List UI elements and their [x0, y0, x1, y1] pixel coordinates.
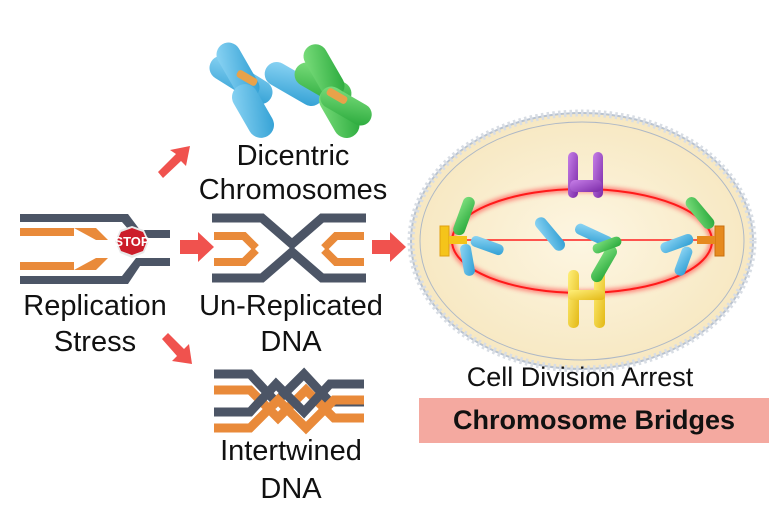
replication-label-line2: Stress — [53, 326, 137, 358]
stop-sign-icon: STOP — [114, 226, 150, 258]
centrosome-right-icon — [697, 225, 725, 257]
arrow-to-unreplicated — [180, 232, 214, 262]
unreplicated-dna — [212, 213, 366, 283]
unreplicated-label-line2: DNA — [260, 326, 322, 358]
right-chromosome — [660, 197, 715, 276]
dicentric-label-line2: Chromosomes — [198, 174, 388, 206]
arrow-to-dicentric — [158, 146, 190, 178]
dicentric-chromosome — [209, 42, 372, 138]
chromosome-bridges-label: Chromosome Bridges — [419, 398, 769, 443]
dicentric-label-line1: Dicentric — [236, 140, 350, 172]
center-chromosome — [535, 217, 622, 283]
left-chromosome — [453, 196, 504, 276]
purple-chromosome — [568, 152, 603, 198]
intertwined-dna — [214, 367, 364, 435]
arrow-to-cell — [372, 232, 406, 262]
arrow-to-intertwined — [162, 333, 192, 364]
dividing-cell — [407, 109, 757, 373]
unreplicated-label-line1: Un-Replicated — [199, 290, 383, 322]
replication-fork — [20, 214, 170, 284]
stop-sign-text: STOP — [114, 234, 149, 249]
replication-label-line1: Replication — [23, 290, 167, 322]
yellow-chromosome — [568, 270, 605, 328]
cell-division-label: Cell Division Arrest — [466, 362, 694, 392]
intertwined-label-line2: DNA — [260, 473, 322, 505]
intertwined-label-line1: Intertwined — [220, 435, 362, 467]
centrosome-left-icon — [439, 225, 467, 257]
